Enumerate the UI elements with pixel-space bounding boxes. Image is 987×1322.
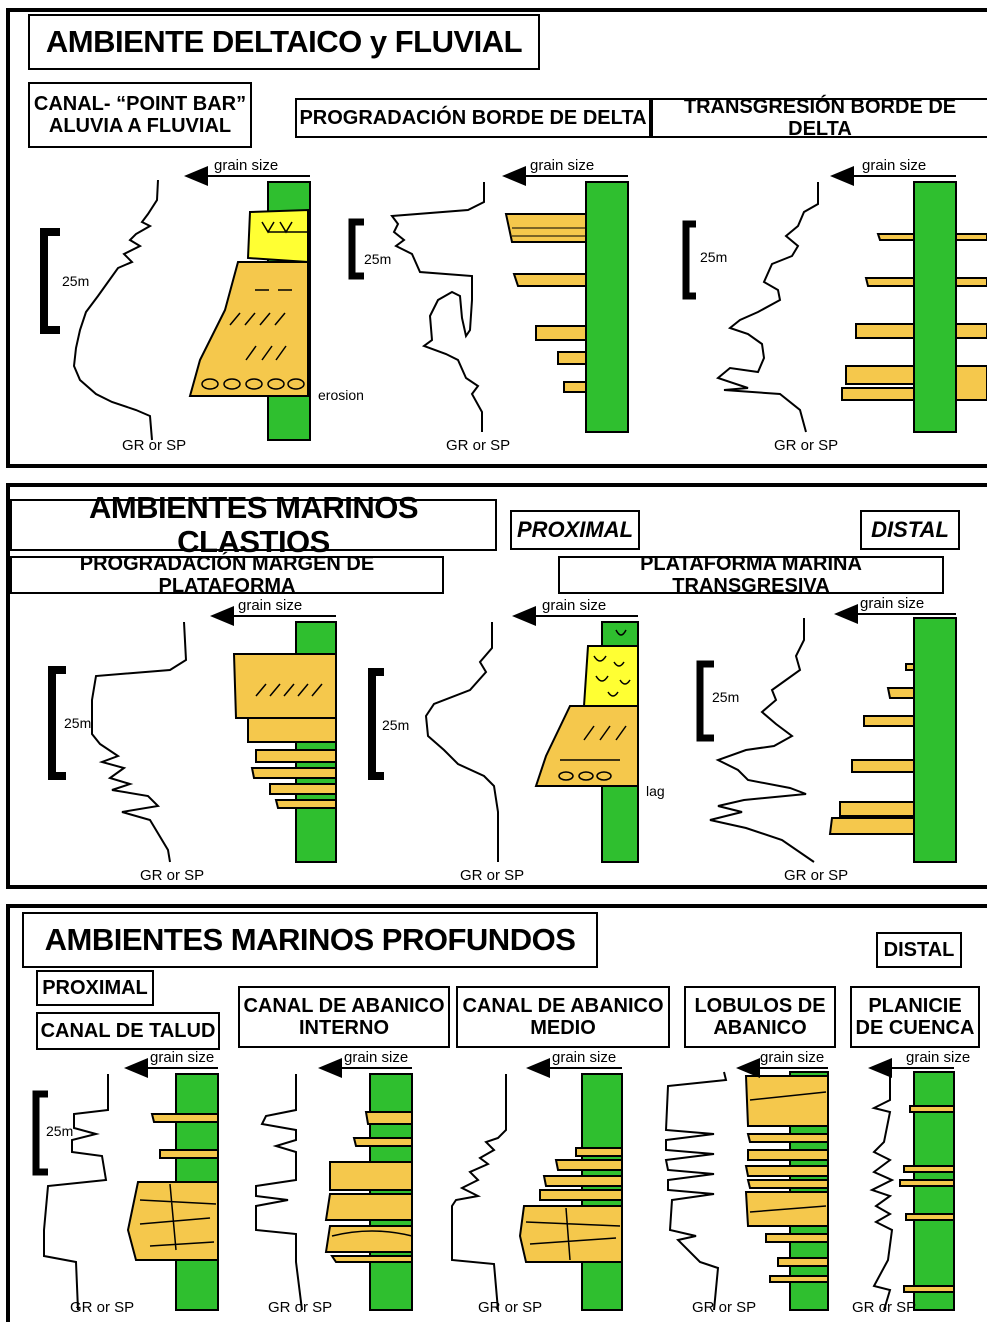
scale-label: 25m <box>46 1123 73 1139</box>
log-label: GR or SP <box>122 437 186 454</box>
log-label: GR or SP <box>70 1299 134 1316</box>
scale-label: 25m <box>382 717 409 733</box>
panel3-col5-title: PLANICIE DE CUENCA <box>850 986 980 1048</box>
grain-size-label: grain size <box>214 157 278 174</box>
scale-label: 25m <box>64 715 91 731</box>
scale-label: 25m <box>364 251 391 267</box>
p2-col2-log <box>534 621 639 863</box>
panel3-proximal-label: PROXIMAL <box>36 970 154 1006</box>
panel3-distal-label: DISTAL <box>876 932 962 968</box>
p2-col3-log <box>828 617 957 863</box>
log-label: GR or SP <box>478 1299 542 1316</box>
log-labels: GR or SP GR or SP GR or SP GR or SP GR o… <box>70 437 916 1316</box>
grain-size-labels: grain size grain size grain size grain s… <box>150 157 970 1066</box>
p1-col1-log <box>188 181 311 441</box>
panel3-col1-title: CANAL DE TALUD <box>36 1012 220 1050</box>
p1-col3-log <box>841 181 987 433</box>
erosion-label: erosion <box>318 387 364 403</box>
p1-col2-curve <box>390 182 485 432</box>
log-label: GR or SP <box>784 867 848 884</box>
p2-col1-log <box>232 621 337 863</box>
lag-label: lag <box>646 783 665 799</box>
p3-col1-log <box>126 1073 219 1311</box>
panel2-proximal-label: PROXIMAL <box>510 510 640 550</box>
p3-col5-curve <box>869 1072 895 1311</box>
p2-col1-scale-bar <box>48 666 66 780</box>
p3-col3-curve <box>451 1074 507 1311</box>
panel1-col2-title: PROGRADACIÓN BORDE DE DELTA <box>295 98 651 138</box>
panel3-col4-title: LOBULOS DE ABANICO <box>684 986 836 1048</box>
panel-deep-marine <box>6 904 987 1322</box>
grain-size-label: grain size <box>552 1049 616 1066</box>
panel1-col3-title: TRANSGRESIÓN BORDE DE DELTA <box>651 96 987 140</box>
panel3-col2-title: CANAL DE ABANICO INTERNO <box>238 986 450 1048</box>
panel2-distal-label: DISTAL <box>860 510 960 550</box>
grain-size-label: grain size <box>760 1049 824 1066</box>
log-label: GR or SP <box>692 1299 756 1316</box>
log-label: GR or SP <box>140 867 204 884</box>
grain-size-label: grain size <box>542 597 606 614</box>
grain-size-label: grain size <box>530 157 594 174</box>
p2-col2-scale-bar <box>368 668 384 780</box>
log-label: GR or SP <box>774 437 838 454</box>
log-label: GR or SP <box>446 437 510 454</box>
p3-col3-log <box>518 1073 623 1311</box>
p1-col2-log <box>504 181 629 433</box>
p2-col1-curve <box>91 621 188 863</box>
panel2-col2-title: PLATAFORMA MARINA TRANSGRESIVA <box>558 553 944 597</box>
grain-size-label: grain size <box>150 1049 214 1066</box>
panel1-title: AMBIENTE DELTAICO y FLUVIAL <box>28 14 540 70</box>
p1-col3-curve <box>715 182 819 433</box>
p3-col2-curve <box>255 1074 303 1311</box>
p3-col2-log <box>324 1073 413 1311</box>
p2-col3-scale-bar <box>696 660 714 742</box>
grain-size-label: grain size <box>238 597 302 614</box>
grain-size-label: grain size <box>862 157 926 174</box>
scale-labels: 25m 25m 25m 25m 25m 25m 25m <box>46 249 739 1139</box>
log-label: GR or SP <box>268 1299 332 1316</box>
panel1-col1-title: CANAL- “POINT BAR” ALUVIA A FLUVIAL <box>28 82 252 148</box>
p2-col2-curve <box>424 622 499 862</box>
panel2-col1-title: PROGRADACIÓN MARGEN DE PLATAFORMA <box>10 553 444 597</box>
panel-marine-clastic <box>6 483 987 889</box>
grain-size-label: grain size <box>860 595 924 612</box>
p3-col5-log <box>899 1071 955 1311</box>
p3-col1-curve <box>43 1074 109 1311</box>
p3-col1-scale-bar <box>32 1090 48 1176</box>
panel3-title: AMBIENTES MARINOS PROFUNDOS <box>22 912 598 968</box>
grain-size-label: grain size <box>906 1049 970 1066</box>
p1-col1-curve <box>72 179 159 441</box>
panel-deltaic-fluvial <box>6 8 987 468</box>
p2-col3-curve <box>709 618 815 863</box>
grain-size-arrows <box>124 166 956 1078</box>
p3-col4-curve <box>664 1071 728 1311</box>
p1-col3-scale-bar <box>682 220 696 300</box>
panel3-col3-title: CANAL DE ABANICO MEDIO <box>456 986 670 1048</box>
p3-col4-log <box>744 1071 829 1311</box>
scale-label: 25m <box>62 273 89 289</box>
log-label: GR or SP <box>852 1299 916 1316</box>
p1-col2-scale-bar <box>348 218 364 280</box>
log-label: GR or SP <box>460 867 524 884</box>
grain-size-label: grain size <box>344 1049 408 1066</box>
p1-scale-bar <box>40 228 60 334</box>
scale-label: 25m <box>700 249 727 265</box>
scale-label: 25m <box>712 689 739 705</box>
